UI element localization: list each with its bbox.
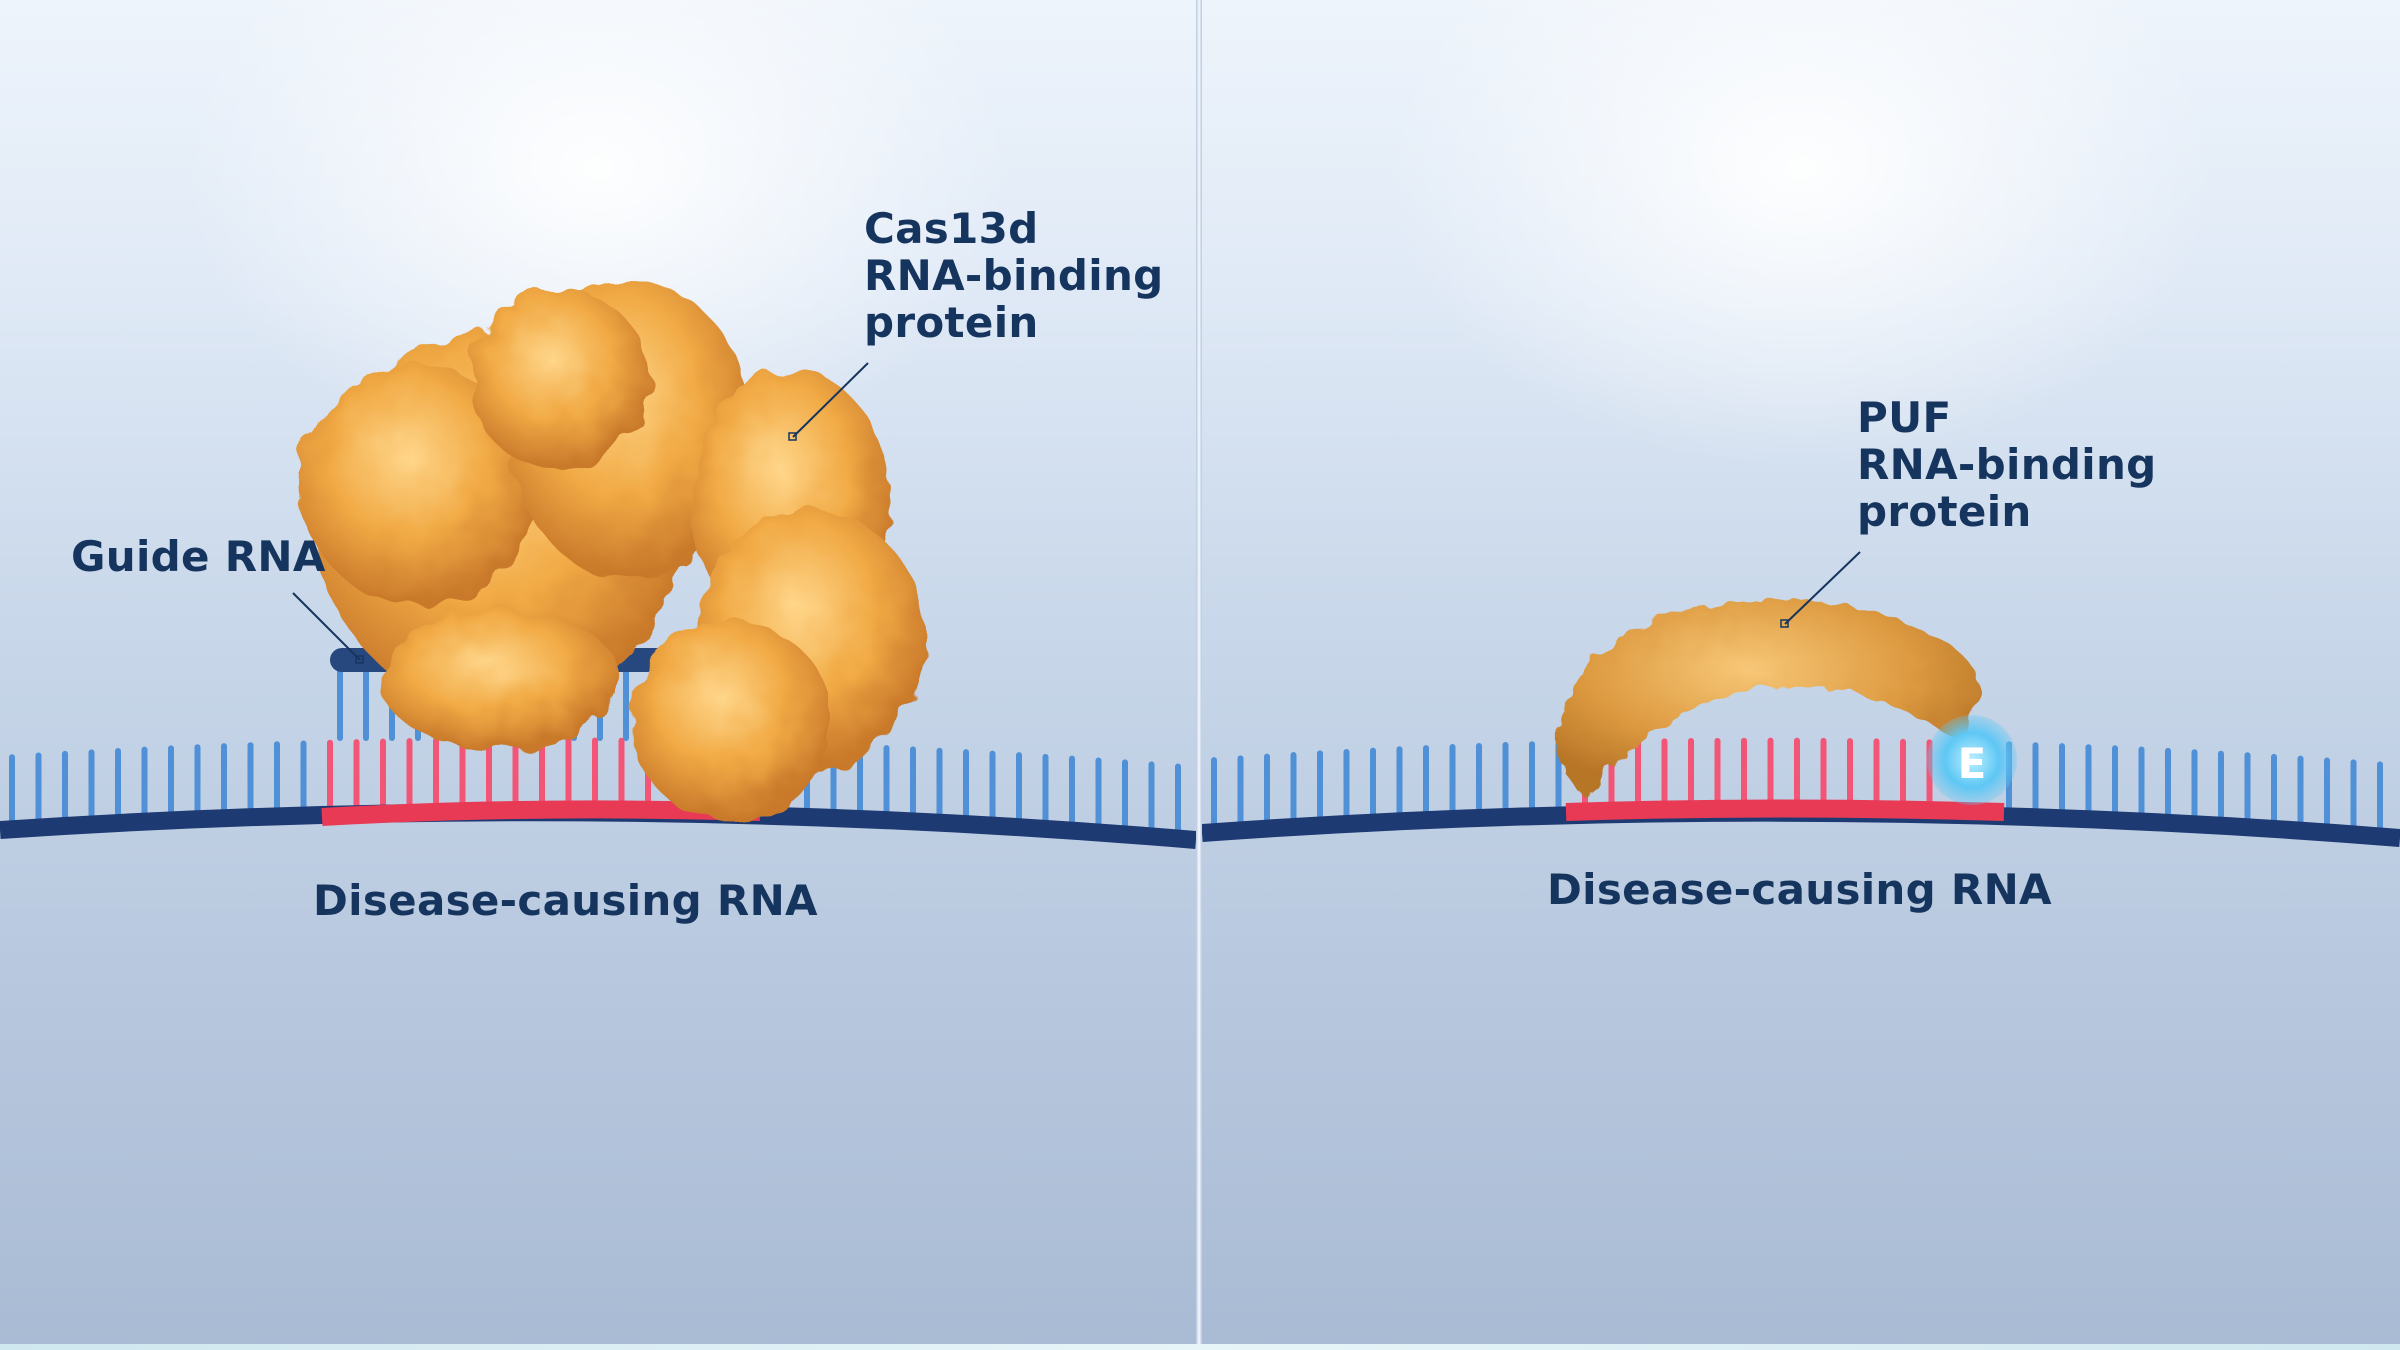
target-backbone	[1565, 799, 2005, 821]
puf-protein-icon	[1558, 599, 1980, 795]
bottom-edge	[0, 1344, 2400, 1350]
cas13d-pointer	[792, 362, 869, 438]
right-rna-label: Disease-causing RNA	[1547, 865, 2052, 914]
guide-pointer	[292, 592, 361, 661]
puf-pointer	[1784, 551, 1861, 625]
guide-rna-label: Guide RNA	[71, 532, 326, 581]
cas13d-label: Cas13d RNA-binding protein	[864, 204, 1164, 347]
panel-divider	[1196, 0, 1202, 1350]
cas13d-panel: Cas13d RNA-binding protein Guide RNA Dis…	[0, 0, 1196, 1350]
left-rna-label: Disease-causing RNA	[313, 876, 818, 925]
effector-circle-icon: E	[1927, 715, 2017, 805]
svg-text:E: E	[1958, 739, 1987, 788]
cas13d-protein-icon	[300, 280, 925, 820]
cas13d-scene	[0, 280, 1196, 849]
puf-panel: E PUF RNA-binding protein Disease-causin…	[1202, 0, 2400, 1350]
puf-scene: E	[1202, 551, 2400, 847]
puf-label: PUF RNA-binding protein	[1857, 393, 2157, 536]
